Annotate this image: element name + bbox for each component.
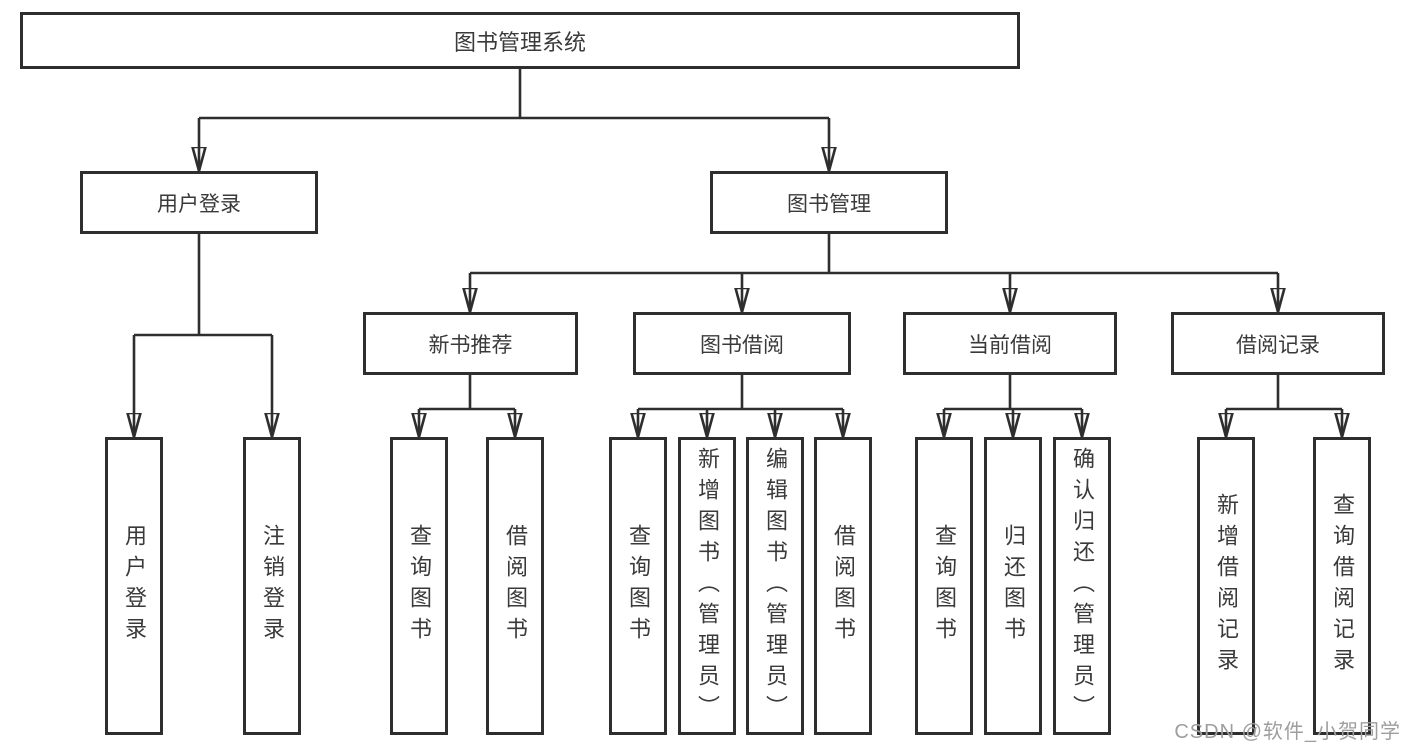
- node-label: 查询借阅记录: [1330, 493, 1355, 679]
- node-label: 借阅图书: [831, 524, 856, 648]
- node-label: 编辑图书（管理员）: [763, 446, 788, 726]
- node-label: 用户登录: [122, 524, 147, 648]
- node-label: 当前借阅: [968, 333, 1052, 357]
- node-borrowing-records: 借阅记录: [1171, 312, 1385, 375]
- connector-user-login-to-leaves: [134, 234, 272, 437]
- node-label: 新增借阅记录: [1214, 493, 1239, 679]
- node-new-book-recommend: 新书推荐: [363, 312, 578, 375]
- node-label: 新书推荐: [428, 333, 513, 357]
- node-current-borrowing: 当前借阅: [903, 312, 1117, 375]
- node-label: 用户登录: [157, 192, 241, 216]
- leaf-query-borrow-record: 查询借阅记录: [1313, 437, 1371, 735]
- leaf-logout: 注销登录: [243, 437, 301, 735]
- leaf-query-books-1: 查询图书: [390, 437, 448, 735]
- node-label: 注销登录: [260, 524, 285, 648]
- node-library-management-system: 图书管理系统: [20, 12, 1020, 69]
- node-user-login: 用户登录: [80, 171, 318, 234]
- node-label: 新增图书（管理员）: [695, 446, 720, 726]
- leaf-user-login: 用户登录: [105, 437, 163, 735]
- node-label: 图书管理系统: [453, 29, 586, 55]
- leaf-query-books-2: 查询图书: [609, 437, 667, 735]
- leaf-borrow-books-2: 借阅图书: [814, 437, 872, 735]
- connector-book-borrowing-to-leaves: [638, 375, 843, 437]
- connector-new-book-recommend-to-leaves: [419, 375, 515, 437]
- leaf-confirm-return-admin: 确认归还（管理员）: [1053, 437, 1111, 735]
- node-label: 确认归还（管理员）: [1070, 446, 1095, 726]
- node-label: 归还图书: [1001, 524, 1026, 648]
- leaf-borrow-books-1: 借阅图书: [486, 437, 544, 735]
- connector-borrowing-records-to-leaves: [1226, 375, 1342, 437]
- connector-current-borrowing-to-leaves: [944, 375, 1082, 437]
- node-label: 查询图书: [407, 524, 432, 648]
- node-label: 借阅图书: [503, 524, 528, 648]
- node-book-borrowing: 图书借阅: [633, 312, 851, 375]
- connector-root-to-level1: [199, 69, 829, 171]
- leaf-return-books: 归还图书: [984, 437, 1042, 735]
- connector-book-management-to-level2: [470, 234, 1278, 312]
- node-label: 查询图书: [932, 524, 957, 648]
- node-label: 图书借阅: [700, 333, 784, 357]
- leaf-edit-books-admin: 编辑图书（管理员）: [746, 437, 804, 735]
- node-label: 图书管理: [787, 192, 871, 216]
- node-label: 查询图书: [626, 524, 651, 648]
- leaf-add-books-admin: 新增图书（管理员）: [678, 437, 736, 735]
- node-label: 借阅记录: [1236, 333, 1320, 357]
- node-book-management: 图书管理: [710, 171, 948, 234]
- leaf-query-books-3: 查询图书: [915, 437, 973, 735]
- csdn-watermark: CSDN @软件_小贺同学: [1174, 721, 1401, 743]
- leaf-add-borrow-record: 新增借阅记录: [1197, 437, 1255, 735]
